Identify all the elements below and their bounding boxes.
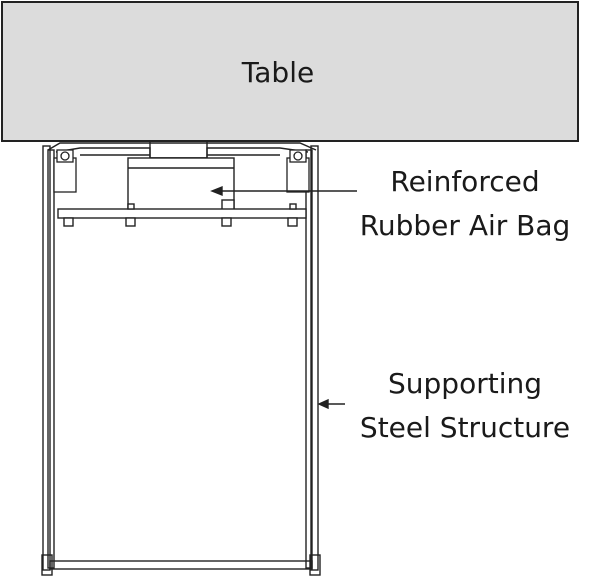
base-plate <box>57 203 307 227</box>
coupling-plate <box>47 140 317 159</box>
steel-frame <box>41 145 321 576</box>
table-label: Table <box>241 56 315 89</box>
side-brackets <box>53 149 310 193</box>
support-structure-label: Supporting Steel Structure <box>350 362 580 450</box>
air-bag-label: Reinforced Rubber Air Bag <box>350 160 580 248</box>
table-block <box>1 1 579 142</box>
air-bag <box>127 157 235 211</box>
arrow-head-support <box>317 398 329 410</box>
air-bag-label-line1: Reinforced <box>390 165 540 198</box>
leader-arrows <box>210 185 357 410</box>
arrow-head-airbag <box>210 185 223 197</box>
support-label-line2: Steel Structure <box>359 411 571 444</box>
support-label-line1: Supporting <box>388 367 542 400</box>
air-bag-label-line2: Rubber Air Bag <box>359 209 571 242</box>
